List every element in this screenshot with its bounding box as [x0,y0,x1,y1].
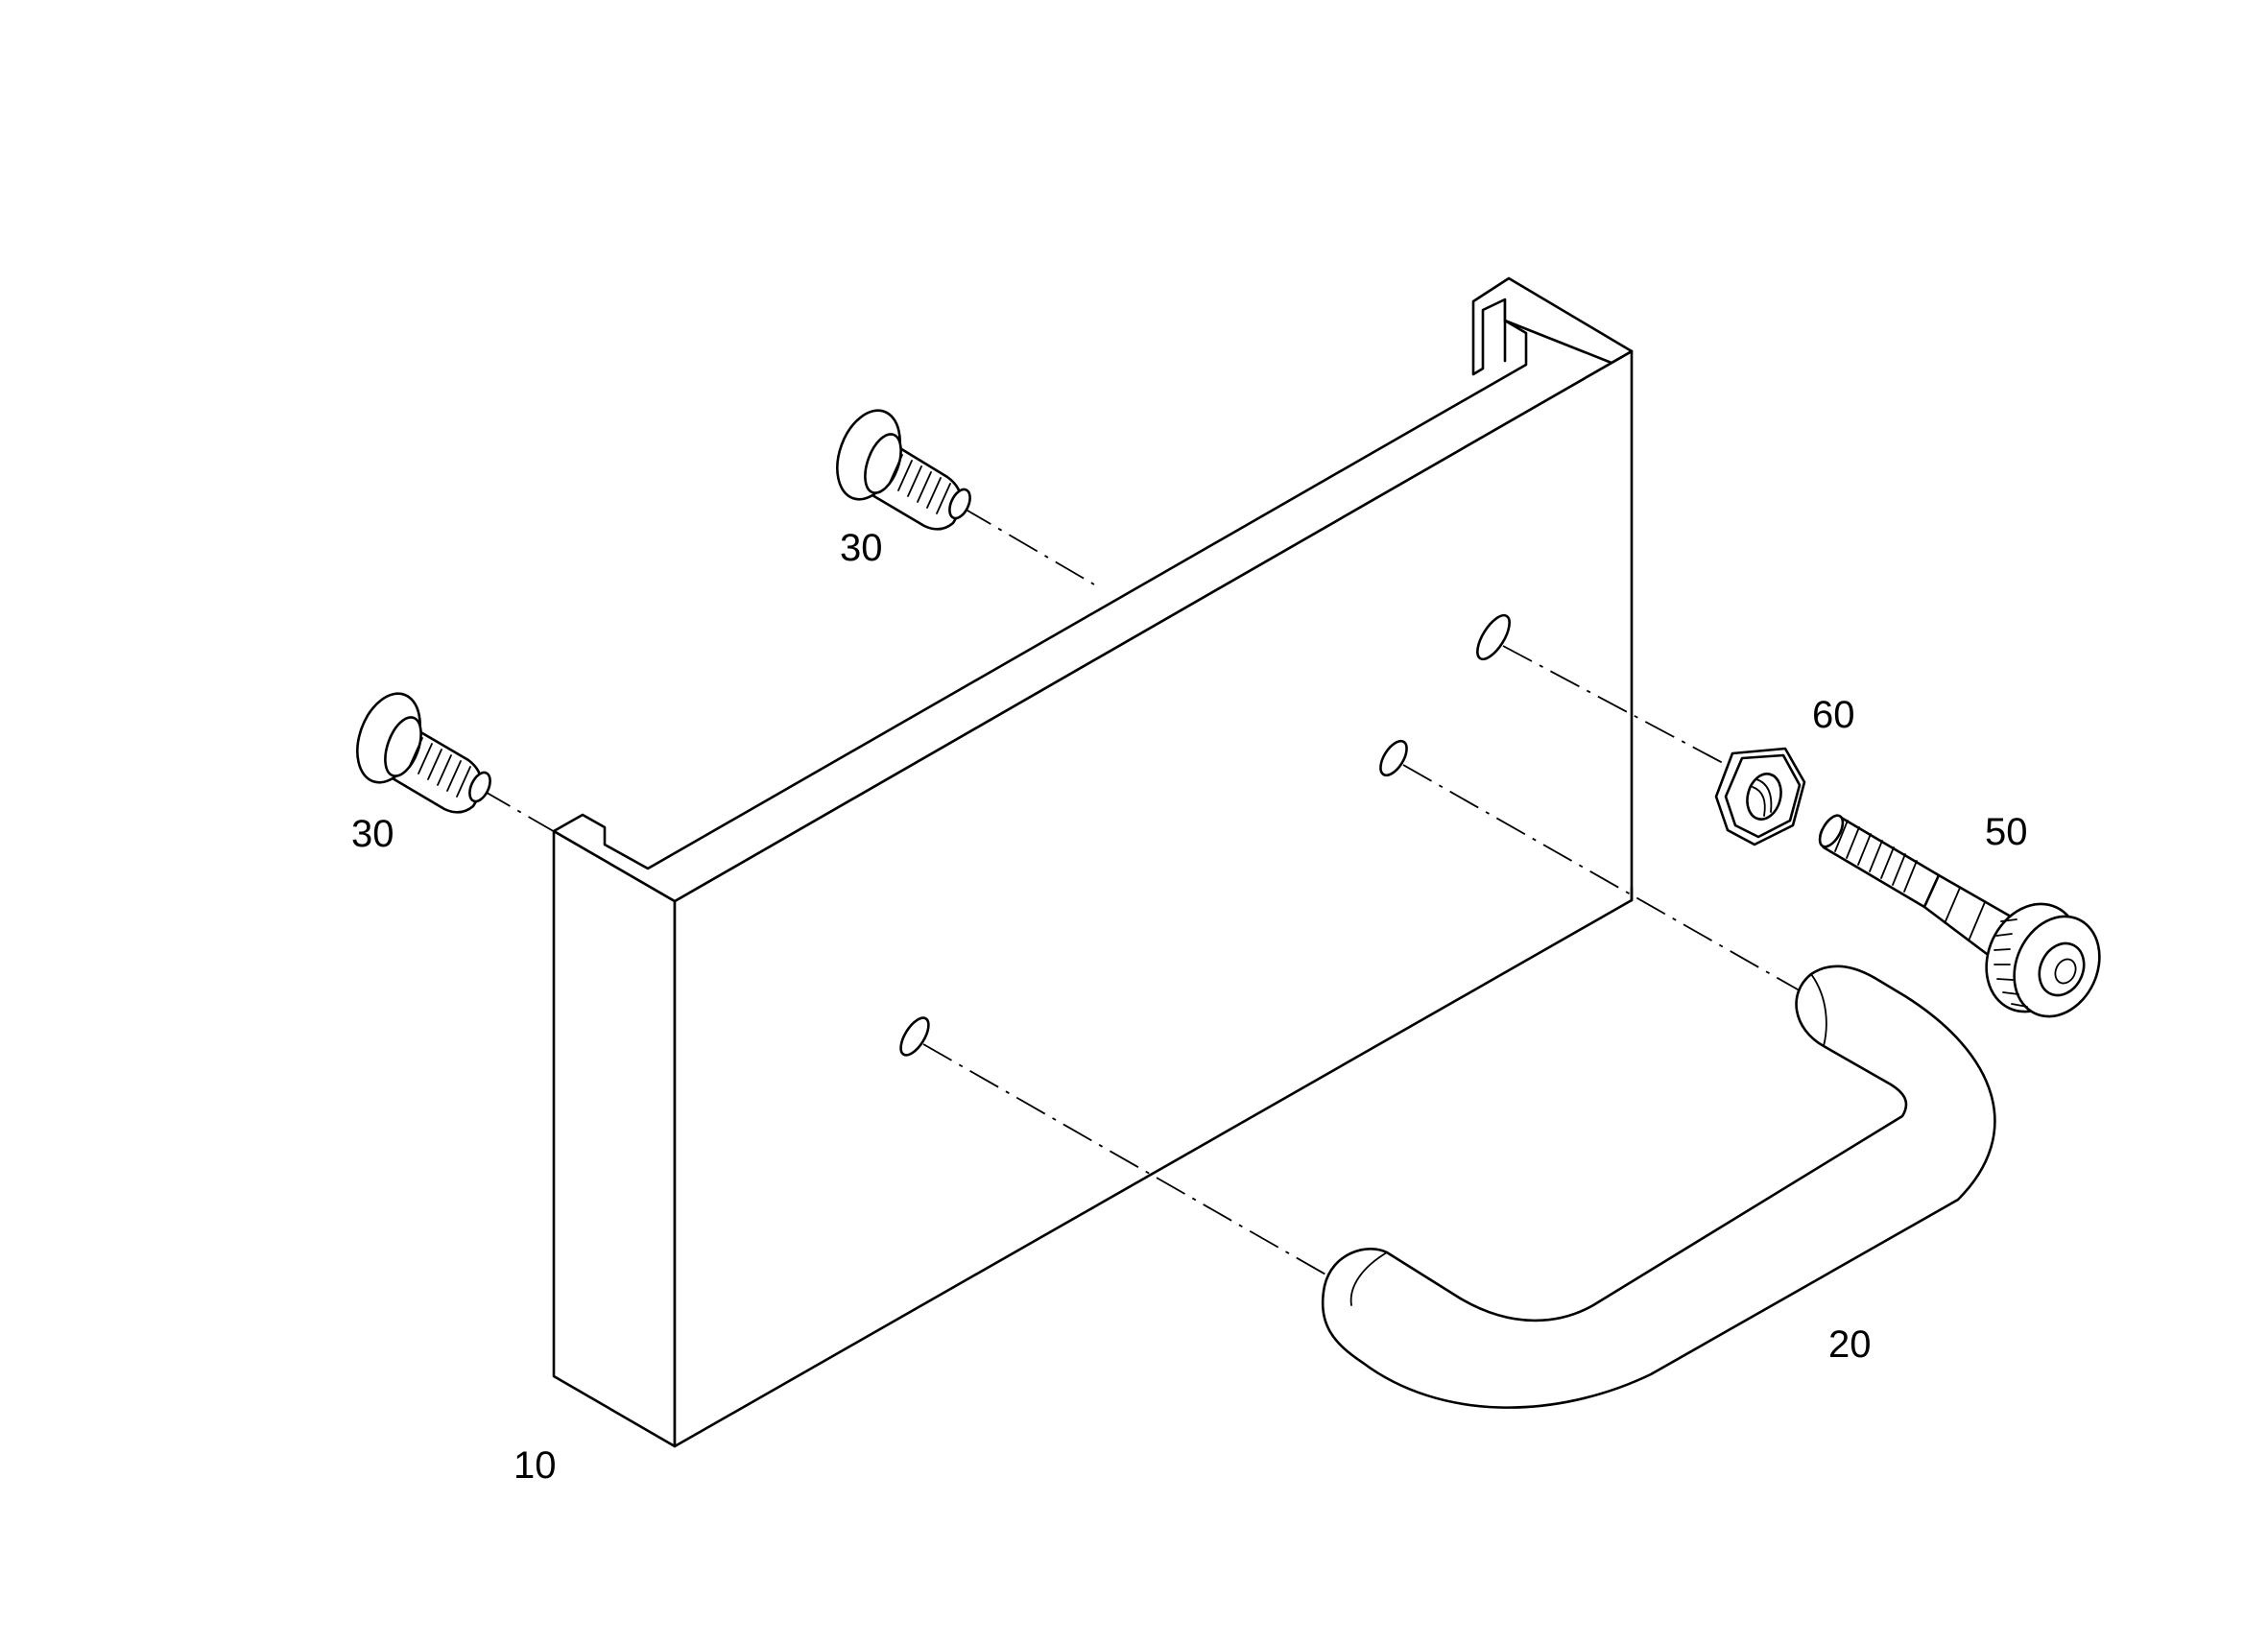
handle-end-upper [1810,973,1827,1047]
handle-part-20 [1321,965,1996,1409]
callout-screw-upper: 30 [840,527,883,569]
callout-screw-lower: 30 [351,813,394,855]
screw-lower-part-30 [356,692,491,814]
center-line-lower-screw [481,789,558,834]
panel-top-edge [552,298,1634,903]
panel-hole-lower [899,1016,930,1057]
screw-upper-part-30 [836,409,971,531]
nut-bore [1746,773,1782,821]
center-line-handle-lower [922,1043,1335,1280]
callout-plunger: 50 [1985,811,2028,853]
callout-nut: 60 [1812,694,1855,736]
plunger-part-50 [1818,814,2101,1018]
center-line-upper-screw [962,507,1095,585]
panel-part-10 [552,276,1634,1448]
center-line-handle-upper [1402,764,1805,994]
panel-front-face [552,829,677,1448]
screw-lower-tip [468,771,491,803]
panel-hole-upper [1476,613,1511,661]
panel-back-post [1471,276,1634,376]
screw-upper-tip [948,488,971,520]
handle-body [1321,965,1996,1409]
panel-hole-middle [1379,739,1408,777]
center-line-nut [1502,645,1738,772]
callout-handle: 20 [1828,1323,1872,1366]
callout-labels: 10 20 30 30 50 60 [351,527,2028,1487]
plunger-tip [1818,814,1845,848]
plunger-knob-center [2038,941,2086,997]
callout-panel: 10 [513,1444,557,1487]
nut-part-60 [1714,747,1806,846]
handle-end-lower [1349,1251,1388,1306]
panel-side-face [673,349,1634,1448]
assembly-center-lines [481,507,1805,1280]
